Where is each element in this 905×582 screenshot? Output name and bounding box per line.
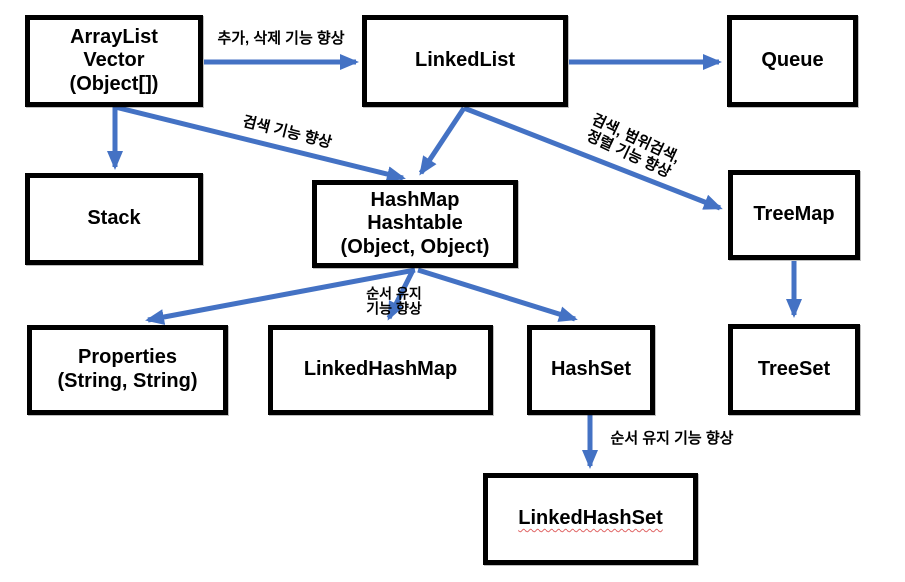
node-queue: Queue	[727, 15, 858, 107]
edge-label-order-keep-two-line: 순서 유지 기능 향상	[366, 285, 422, 317]
node-properties: Properties (String, String)	[27, 325, 228, 415]
node-linkedhashmap: LinkedHashMap	[268, 325, 493, 415]
arrow-hashmap-to-linkedhashmap	[386, 268, 416, 321]
node-linkedlist: LinkedList	[362, 15, 568, 107]
edge-label-add-delete: 추가, 삭제 기능 향상	[217, 29, 345, 47]
node-linkedhashset: LinkedHashSet	[483, 473, 698, 565]
linkedhashset-label: LinkedHashSet	[518, 507, 663, 530]
arrow-hashmap-to-properties	[145, 267, 416, 325]
arrow-linkedlist-to-hashmap	[418, 106, 467, 176]
node-treeset: TreeSet	[728, 324, 860, 415]
node-treemap: TreeMap	[728, 170, 860, 260]
node-hashmap: HashMap Hashtable (Object, Object)	[312, 180, 518, 268]
arrow-arraylist-to-hashmap	[114, 104, 406, 182]
edge-label-order-keep: 순서 유지 기능 향상	[610, 429, 734, 447]
node-arraylist: ArrayList Vector (Object[])	[25, 15, 203, 107]
arrow-hashmap-to-hashset	[417, 267, 578, 322]
node-hashset: HashSet	[527, 325, 655, 415]
arrow-linkedlist-to-treemap	[463, 105, 723, 211]
node-stack: Stack	[25, 173, 203, 265]
